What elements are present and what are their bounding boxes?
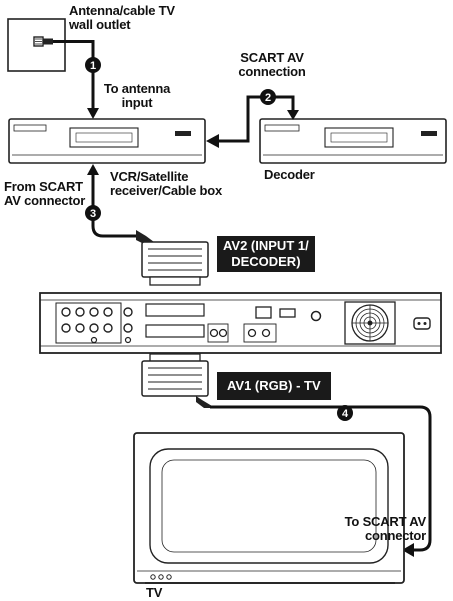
to-scart-av-connector-label: To SCART AV connector [344, 514, 427, 543]
antenna-connector-icon [33, 36, 53, 47]
scart-plug-av2 [136, 230, 209, 286]
from-scart-av-label: From SCART AV connector [4, 179, 86, 208]
svg-text:3: 3 [90, 208, 96, 220]
av1-scart-socket [145, 324, 205, 338]
av2-scart-socket [145, 303, 205, 317]
lan-hdmi-ports [243, 306, 296, 343]
av2-cable-arrowhead [87, 164, 99, 175]
scart-link-arrowhead-left [206, 134, 219, 148]
antenna-outlet-label: Antenna/cable TV wall outlet [69, 3, 175, 32]
step-badge-1: 1 [85, 57, 101, 73]
tv-set [133, 432, 405, 584]
rf-jack [310, 310, 322, 322]
to-antenna-input-label: To antenna input [103, 81, 171, 110]
decoder-label: Decoder [264, 167, 315, 182]
av2-scart-cable [91, 170, 138, 238]
antenna-cable [53, 40, 95, 110]
ac-inlet [413, 317, 431, 330]
step-badge-3: 3 [85, 205, 101, 221]
svg-text:1: 1 [90, 60, 96, 72]
av1-rgb-tv-tag: AV1 (RGB) - TV [217, 372, 331, 400]
svg-text:2: 2 [265, 92, 271, 104]
scart-av-connection-label: SCART AV connection [238, 50, 306, 79]
tv-label: TV [146, 585, 163, 600]
av2-input-tag: AV2 (INPUT 1/ DECODER) [217, 236, 315, 272]
svg-text:4: 4 [342, 408, 349, 420]
component-jacks [207, 323, 229, 343]
scart-link-arrowhead-right [287, 110, 299, 120]
av1-cable-arrowhead [402, 543, 414, 557]
vcr-satellite-box [8, 118, 206, 164]
step-badge-2: 2 [260, 89, 276, 105]
step-badge-4: 4 [337, 405, 353, 421]
av1-scart-cable [210, 405, 432, 552]
antenna-wall-outlet [7, 18, 66, 72]
antenna-cable-arrowhead [87, 108, 99, 119]
scart-link-cable [218, 95, 295, 143]
av-jack-cluster [55, 302, 122, 344]
side-jack-column [123, 307, 133, 344]
decoder-box [259, 118, 447, 164]
vcr-satellite-label: VCR/Satellite receiver/Cable box [110, 169, 223, 198]
cooling-fan [344, 301, 396, 345]
recorder-rear-panel [39, 292, 442, 354]
scart-plug-av1 [141, 353, 212, 408]
